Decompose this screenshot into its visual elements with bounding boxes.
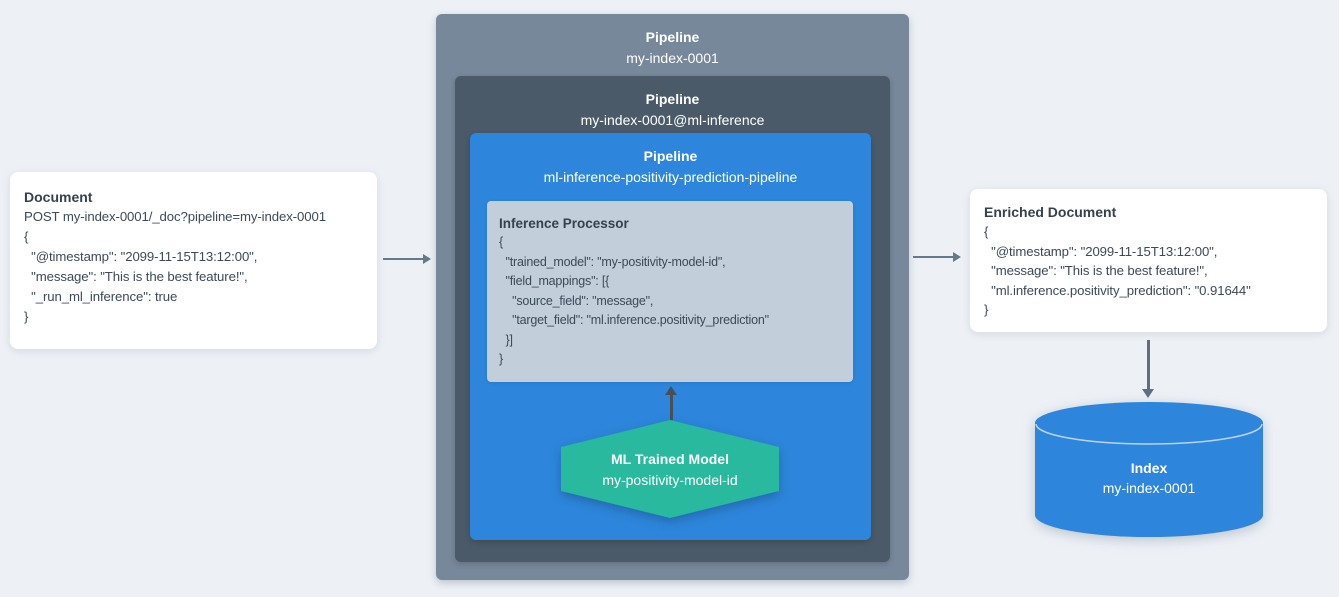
index-title: Index <box>1130 460 1168 476</box>
arrow-enriched-document-to-index <box>1140 340 1156 398</box>
processor-code-line: "field_mappings": [{ <box>499 274 610 288</box>
inference-processor-box: Inference Processor { "trained_model": "… <box>487 201 853 382</box>
pipeline-ml-inference-box: Pipeline my-index-0001@ml-inference Pipe… <box>455 76 890 562</box>
index-name: my-index-0001 <box>1102 480 1196 496</box>
document-code-line: "@timestamp": "2099-11-15T13:12:00", <box>24 249 258 264</box>
ml-trained-model-title: ML Trained Model <box>611 450 729 467</box>
document-code-line: } <box>24 309 29 324</box>
enriched-code-line: "@timestamp": "2099-11-15T13:12:00", <box>984 243 1218 259</box>
enriched-document-card: Enriched Document { "@timestamp": "2099-… <box>970 189 1327 332</box>
ml-trained-model-name: my-positivity-model-id <box>602 471 738 488</box>
pipeline-outer-title: Pipeline <box>645 29 700 45</box>
enriched-code-line: { <box>984 224 989 239</box>
document-card-title: Document <box>24 189 93 205</box>
document-card: Document POST my-index-0001/_doc?pipelin… <box>10 172 377 349</box>
pipeline-ml-inference-name: my-index-0001@ml-inference <box>580 112 765 128</box>
pipeline-ml-inference-title: Pipeline <box>645 91 700 107</box>
enriched-code-line: "ml.inference.positivity_prediction": "0… <box>984 282 1251 298</box>
pipeline-prediction-title: Pipeline <box>643 148 698 164</box>
arrow-line <box>1146 340 1150 390</box>
processor-code-line: "target_field": "ml.inference.positivity… <box>499 313 769 327</box>
document-code-line: "_run_ml_inference": true <box>24 289 178 304</box>
processor-code-line: "trained_model": "my-positivity-model-id… <box>499 254 726 269</box>
ml-trained-model-hexagon <box>561 420 779 518</box>
enriched-code-line: } <box>984 302 989 317</box>
arrow-head-down-icon <box>1142 389 1154 398</box>
enriched-code-line: "message": "This is the best feature!", <box>984 263 1208 278</box>
arrow-head-right-icon <box>953 252 961 262</box>
index-cylinder: Index my-index-0001 <box>1035 402 1263 538</box>
index-label: Index my-index-0001 <box>1035 458 1263 498</box>
arrow-head-right-icon <box>423 254 431 264</box>
arrow-line <box>669 393 673 420</box>
processor-code-line: "source_field": "message", <box>499 293 654 308</box>
pipeline-prediction-name: ml-inference-positivity-prediction-pipel… <box>543 169 798 185</box>
arrow-head-up-icon <box>665 386 677 395</box>
document-code-line: "message": "This is the best feature!", <box>24 269 248 284</box>
pipeline-prediction-box: Pipeline ml-inference-positivity-predict… <box>470 133 871 540</box>
arrow-line <box>913 256 955 258</box>
ml-trained-model-label: ML Trained Model my-positivity-model-id <box>561 420 779 518</box>
enriched-document-title: Enriched Document <box>984 204 1117 220</box>
processor-code-line: } <box>499 352 503 366</box>
document-code-line: POST my-index-0001/_doc?pipeline=my-inde… <box>24 209 326 224</box>
processor-code-line: }] <box>499 332 513 347</box>
arrow-pipeline-to-enriched-document <box>913 251 961 263</box>
arrow-line <box>383 258 425 260</box>
arrow-model-to-processor <box>663 386 679 420</box>
pipeline-outer-name: my-index-0001 <box>626 50 719 66</box>
document-code-line: { <box>24 229 29 244</box>
database-cylinder-icon <box>1035 402 1263 537</box>
pipeline-outer-box: Pipeline my-index-0001 Pipeline my-index… <box>436 14 909 580</box>
inference-processor-title: Inference Processor <box>499 216 629 231</box>
arrow-document-to-pipeline <box>383 253 431 265</box>
processor-code-line: { <box>499 235 503 249</box>
